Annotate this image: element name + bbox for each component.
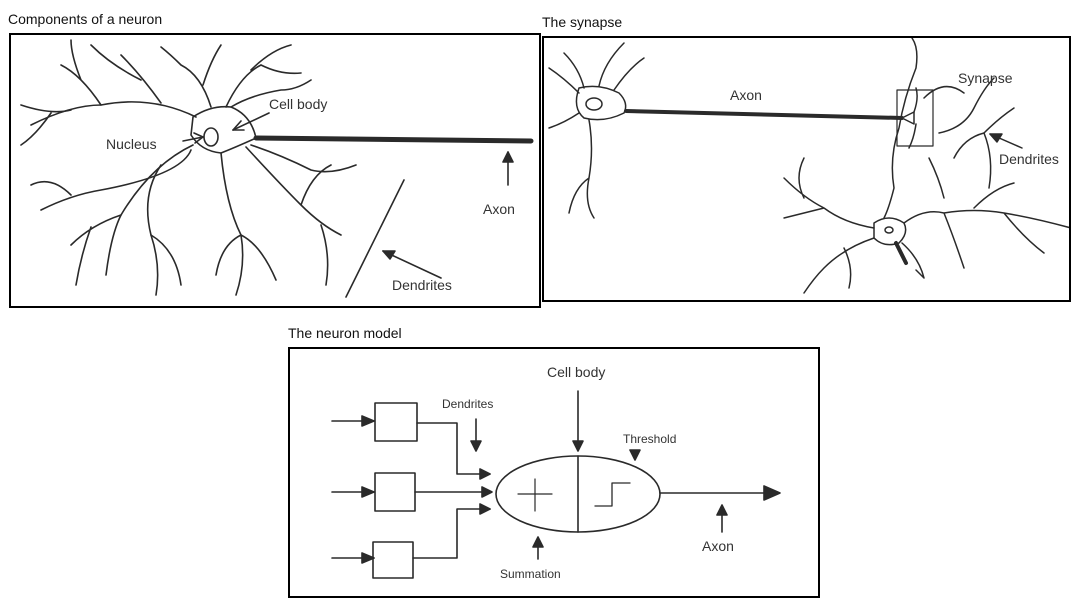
axon-arrow-model [717,505,727,515]
left-nucleus-shape [586,98,602,110]
model-axon-label: Axon [702,538,734,554]
cell-body-shape [191,107,256,153]
synapse-axon-label: Axon [730,87,762,103]
right-cell-body-shape [874,218,906,245]
neuron-model-diagram [290,349,818,598]
model-cell-body-label: Cell body [547,364,605,380]
nucleus-label: Nucleus [106,136,157,152]
synapse-axon-line [626,111,902,118]
input-box-2 [375,473,415,511]
synapse-label: Synapse [958,70,1012,86]
input-arrow-1 [362,416,374,426]
connector-arrow-1 [480,469,490,479]
output-arrow [764,486,780,500]
axon-label: Axon [483,201,515,217]
panel2-title: The synapse [542,14,622,30]
input-arrow-2 [362,487,374,497]
left-cell-body-shape [576,86,625,119]
cell-body-arrow-model [573,441,583,451]
right-nucleus-shape [885,227,893,233]
neuron-components-panel: Cell body Nucleus Axon Dendrites [9,33,541,308]
panel1-title: Components of a neuron [8,11,162,27]
input-box-1 [375,403,417,441]
nucleus-shape [204,128,218,146]
model-dendrites-label: Dendrites [442,397,493,411]
synapse-panel: Axon Synapse Dendrites [542,36,1071,302]
axon-line [256,138,531,141]
cell-body-label: Cell body [269,96,327,112]
input-box-3 [373,542,413,578]
synapse-dendrites-label: Dendrites [999,151,1059,167]
neuron-drawing [11,35,539,306]
connector-arrow-3 [480,504,490,514]
dendrites-label: Dendrites [392,277,452,293]
neuron-model-panel: Cell body Dendrites Threshold Summation … [288,347,820,598]
connector-arrow-2 [482,487,492,497]
panel3-title: The neuron model [288,325,402,341]
model-summation-label: Summation [500,567,561,581]
cell-body-arrow [233,113,269,130]
summation-arrow [533,537,543,547]
model-threshold-label: Threshold [623,432,676,446]
threshold-arrow [630,450,640,460]
step-function-icon [595,483,630,506]
dendrites-arrow-model [471,441,481,451]
